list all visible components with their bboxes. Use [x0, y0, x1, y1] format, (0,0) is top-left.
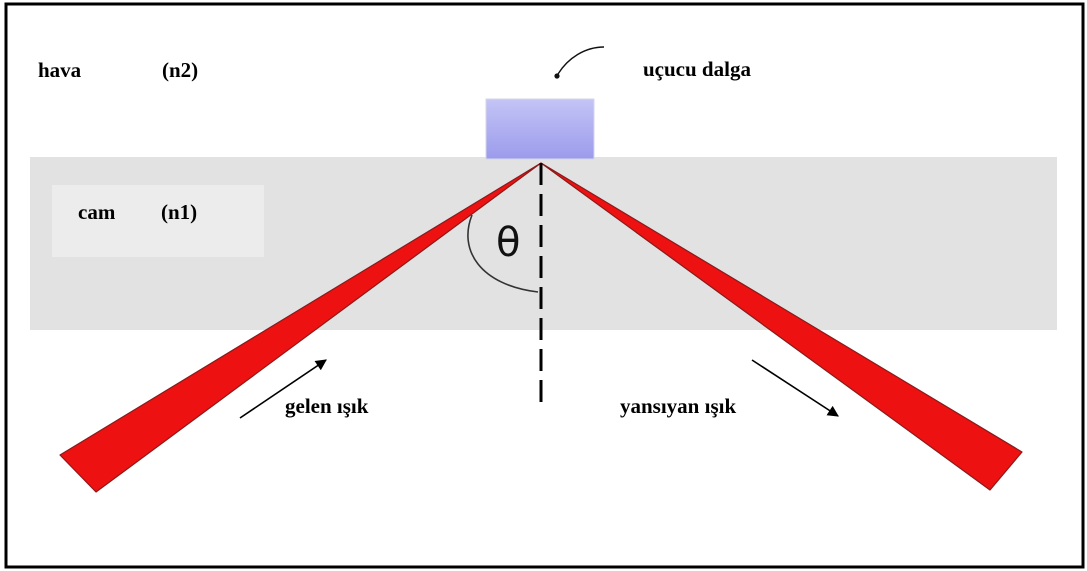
air-label: hava — [38, 58, 82, 82]
evanescent-pointer-curve — [557, 46, 605, 75]
angle-theta-label: θ — [496, 220, 520, 266]
incident-light-label: gelen ışık — [285, 394, 369, 418]
incident-beam — [59, 162, 542, 493]
glass-label-patch — [52, 185, 264, 257]
reflected-direction-arrow — [751, 359, 839, 417]
evanescent-pointer-dot — [554, 73, 560, 79]
reflected-light-label: yansıyan ışık — [620, 394, 736, 418]
air-index-label: (n2) — [162, 58, 198, 82]
angle-arc — [467, 214, 539, 293]
evanescent-wave-label: uçucu dalga — [643, 57, 751, 81]
reflected-beam — [540, 162, 1023, 491]
evanescent-wave-region — [485, 98, 595, 160]
glass-label: cam — [78, 200, 116, 224]
incident-direction-arrow — [239, 359, 327, 419]
glass-index-label: (n1) — [161, 200, 197, 224]
